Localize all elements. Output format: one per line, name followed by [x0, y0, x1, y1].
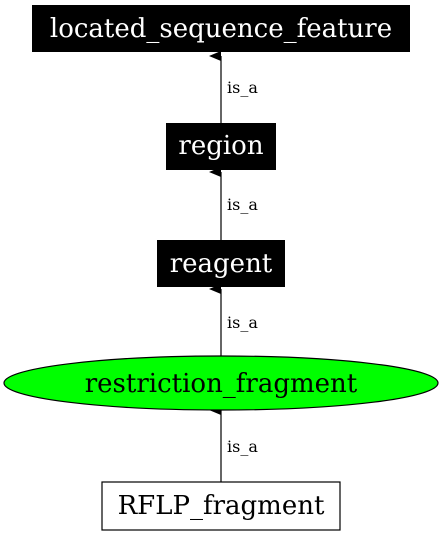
edge-label: is_a	[227, 78, 258, 97]
edge-region-to-located-sequence-feature: is_a	[209, 51, 258, 123]
node-reagent[interactable]: reagent	[157, 240, 285, 287]
edge-label: is_a	[227, 437, 258, 456]
node-label: RFLP_fragment	[118, 491, 325, 521]
edge-restriction-fragment-to-reagent: is_a	[209, 284, 258, 356]
node-region[interactable]: region	[166, 123, 276, 170]
edge-rflp-fragment-to-restriction-fragment: is_a	[209, 405, 258, 482]
node-label: restriction_fragment	[85, 369, 358, 399]
node-label: region	[178, 131, 263, 161]
node-label: located_sequence_feature	[50, 14, 392, 44]
edge-reagent-to-region: is_a	[209, 167, 258, 240]
node-box	[166, 123, 276, 170]
edge-label: is_a	[227, 195, 258, 214]
node-located-sequence-feature[interactable]: located_sequence_feature	[32, 5, 410, 52]
node-restriction-fragment[interactable]: restriction_fragment	[3, 355, 439, 411]
node-ellipse	[3, 355, 439, 411]
node-label: reagent	[170, 249, 273, 279]
node-box	[157, 240, 285, 287]
node-box	[101, 481, 341, 531]
node-box	[32, 5, 410, 52]
node-rflp-fragment[interactable]: RFLP_fragment	[101, 481, 341, 531]
edge-label: is_a	[227, 313, 258, 332]
